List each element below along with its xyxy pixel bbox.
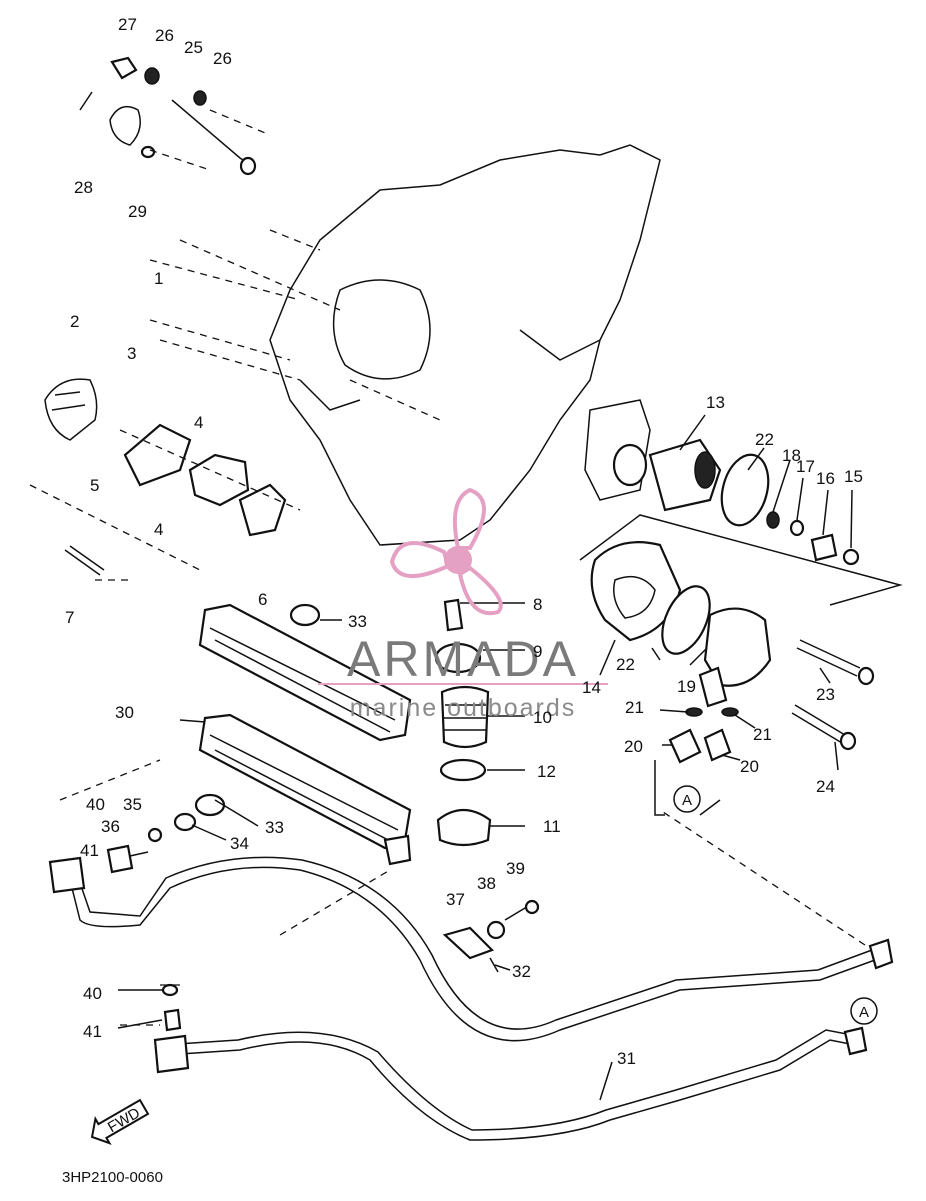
bracket-parts: [106, 827, 540, 1032]
label-26a: 26: [155, 26, 174, 45]
label-34: 34: [230, 834, 249, 853]
label-25: 25: [184, 38, 203, 57]
label-16: 16: [816, 469, 835, 488]
label-21a: 21: [625, 698, 644, 717]
label-28: 28: [74, 178, 93, 197]
reference-marker-label: A: [859, 1004, 869, 1021]
label-23: 23: [816, 685, 835, 704]
label-17: 17: [796, 457, 815, 476]
label-33b: 33: [265, 818, 284, 837]
label-2: 2: [70, 312, 79, 331]
label-22a: 22: [755, 430, 774, 449]
label-6: 6: [258, 590, 267, 609]
label-33a: 33: [348, 612, 367, 631]
label-19: 19: [677, 677, 696, 696]
reference-marker-a-2: A: [850, 997, 878, 1025]
label-39: 39: [506, 859, 525, 878]
watermark-brand: ARMADA: [347, 631, 579, 687]
label-15: 15: [844, 467, 863, 486]
label-22b: 22: [616, 655, 635, 674]
leader-lines: [117, 414, 853, 1101]
label-24: 24: [816, 777, 835, 796]
label-35: 35: [123, 795, 142, 814]
fwd-arrow: FWD: [90, 1098, 150, 1145]
diagram-code: 3HP2100-0060: [62, 1169, 163, 1186]
label-18: 18: [782, 446, 801, 465]
reference-marker-a-1: A: [673, 785, 701, 813]
label-20b: 20: [740, 757, 759, 776]
label-41b: 41: [83, 1022, 102, 1041]
armada-logo: [389, 487, 503, 616]
label-12: 12: [537, 762, 556, 781]
top-left-parts: [79, 56, 271, 176]
label-4a: 4: [194, 413, 203, 432]
label-9: 9: [533, 642, 542, 661]
oil-filter-assembly: [579, 399, 903, 816]
oil-hoses: [48, 759, 894, 1141]
label-29: 29: [128, 202, 147, 221]
label-7: 7: [65, 608, 74, 627]
label-4b: 4: [154, 520, 163, 539]
reference-marker-label: A: [682, 792, 692, 809]
label-31: 31: [617, 1049, 636, 1068]
part-labels: 27 26 25 26 28 29 1 2 3 4 5 4 6 7 8 9 10…: [62, 15, 863, 1186]
label-14: 14: [582, 678, 601, 697]
crankcase: [149, 144, 661, 546]
label-37: 37: [446, 890, 465, 909]
label-41a: 41: [80, 841, 99, 860]
label-11: 11: [543, 817, 561, 836]
label-40a: 40: [86, 795, 105, 814]
label-38: 38: [477, 874, 496, 893]
label-5: 5: [90, 476, 99, 495]
label-26b: 26: [213, 49, 232, 68]
label-32: 32: [512, 962, 531, 981]
label-21b: 21: [753, 725, 772, 744]
oil-pump-parts: [29, 378, 301, 581]
label-30: 30: [115, 703, 134, 722]
label-1: 1: [154, 269, 163, 288]
oil-cooler: [173, 598, 492, 866]
label-13: 13: [706, 393, 725, 412]
label-27: 27: [118, 15, 137, 34]
watermark: ARMADA marine outboards: [318, 487, 608, 722]
label-8: 8: [533, 595, 542, 614]
label-10: 10: [533, 708, 552, 727]
watermark-tagline: marine outboards: [350, 694, 577, 722]
label-3: 3: [127, 344, 136, 363]
label-40b: 40: [83, 984, 102, 1003]
label-36: 36: [101, 817, 120, 836]
label-20a: 20: [624, 737, 643, 756]
